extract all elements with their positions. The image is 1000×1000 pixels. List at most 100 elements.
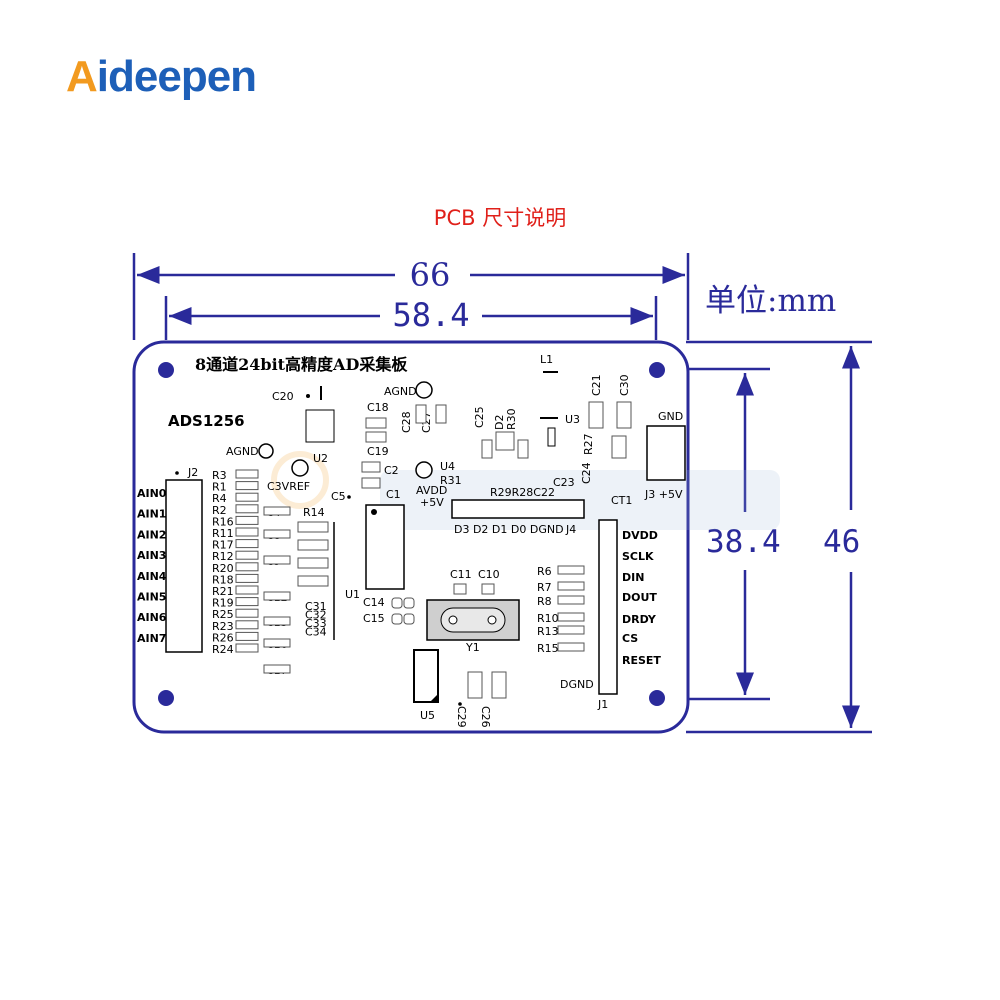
chip-label: ADS1256 bbox=[168, 412, 245, 430]
resistor-pad bbox=[557, 565, 585, 575]
u1-label: U1 bbox=[345, 588, 360, 601]
r27-label: R27 bbox=[582, 433, 595, 455]
u5-chip bbox=[413, 649, 439, 703]
c23-label: C23 bbox=[553, 476, 575, 489]
resistor-pad bbox=[235, 550, 259, 560]
capacitor-pad bbox=[263, 506, 291, 516]
resistor-pad bbox=[235, 643, 259, 653]
ain-label: AIN2 bbox=[137, 528, 166, 541]
ain-label: AIN1 bbox=[137, 508, 166, 521]
resistor-label: R6 bbox=[537, 565, 552, 578]
resistor-label: R24 bbox=[212, 643, 234, 656]
j4-pins: D3 D2 D1 D0 DGND bbox=[454, 523, 564, 536]
u5-label: U5 bbox=[420, 709, 435, 722]
c18-label: C18 bbox=[367, 401, 389, 414]
j1-label: J1 bbox=[597, 698, 608, 711]
mount-hole-bl bbox=[158, 690, 174, 706]
ain-label: AIN7 bbox=[137, 632, 166, 645]
resistor-pad bbox=[235, 620, 259, 630]
c30-label: C30 bbox=[618, 374, 631, 396]
brand-logo: Aideepen bbox=[66, 52, 257, 102]
c19-label: C19 bbox=[367, 445, 389, 458]
resistor-pad bbox=[557, 625, 585, 635]
resistor-label: R1 bbox=[212, 481, 227, 494]
resistor-pad bbox=[235, 585, 259, 595]
j1-pin-label: RESET bbox=[622, 654, 661, 667]
c2-label: C2 bbox=[384, 464, 399, 477]
resistor-pad bbox=[235, 492, 259, 502]
c20-label: C20 bbox=[272, 390, 294, 403]
c5-label: C5 bbox=[331, 490, 346, 503]
c14-label: C14 bbox=[363, 596, 385, 609]
resistor-pad bbox=[235, 562, 259, 572]
logo-a: A bbox=[66, 52, 98, 101]
agnd-top: AGND bbox=[384, 385, 417, 398]
resistor-label: R25 bbox=[212, 608, 234, 621]
c15-label: C15 bbox=[363, 612, 385, 625]
resistor-label: R10 bbox=[537, 612, 559, 625]
resistor-pad bbox=[235, 597, 259, 607]
j3-connector bbox=[646, 425, 686, 481]
j1-pin-label: DIN bbox=[622, 571, 644, 584]
ain-label: AIN3 bbox=[137, 549, 166, 562]
c28-label: C28 bbox=[400, 411, 413, 433]
c29-label: C29 bbox=[455, 706, 468, 728]
left-resistors: R3R1R4R2R16R11R17R12R20R18R21R19R25R23R2… bbox=[212, 469, 259, 656]
mount-hole-br bbox=[649, 690, 665, 706]
resistor-pad bbox=[235, 515, 259, 525]
c3vref-label: C3VREF bbox=[267, 480, 310, 493]
board-name: 8通道24bit高精度AD采集板 bbox=[195, 355, 408, 374]
resistor-label: R3 bbox=[212, 469, 227, 482]
c24-label: C24 bbox=[580, 462, 593, 484]
j3-label: J3 +5V bbox=[644, 488, 683, 501]
resistor-label: R4 bbox=[212, 492, 227, 505]
j2-connector bbox=[165, 479, 203, 653]
resistor-label: R15 bbox=[537, 642, 559, 655]
resistor-pad bbox=[557, 612, 585, 622]
r29r28c22-label: R29R28C22 bbox=[490, 486, 555, 499]
u3-label: U3 bbox=[565, 413, 580, 426]
resistor-label: R19 bbox=[212, 597, 234, 610]
ain-label: AIN6 bbox=[137, 611, 167, 624]
mount-hole-tl bbox=[158, 362, 174, 378]
u2-label: U2 bbox=[313, 452, 328, 465]
page-title: PCB 尺寸说明 bbox=[433, 206, 567, 230]
resistor-pad bbox=[235, 504, 259, 514]
resistor-label: R26 bbox=[212, 631, 234, 644]
y1-label: Y1 bbox=[465, 641, 480, 654]
dgnd-label: DGND bbox=[560, 678, 594, 691]
resistor-pad bbox=[557, 581, 585, 591]
resistor-label: R8 bbox=[537, 595, 552, 608]
r14-label: R14 bbox=[303, 506, 325, 519]
j1-pin-label: DOUT bbox=[622, 591, 657, 604]
resistor-pad bbox=[235, 608, 259, 618]
resistor-pad bbox=[235, 469, 259, 479]
resistor-label: R13 bbox=[537, 625, 559, 638]
resistor-label: R17 bbox=[212, 539, 234, 552]
j1-connector bbox=[598, 519, 618, 695]
agnd-left: AGND bbox=[226, 445, 259, 458]
resistor-label: R20 bbox=[212, 562, 234, 575]
resistor-label: R21 bbox=[212, 585, 234, 598]
mounting-holes bbox=[158, 362, 665, 706]
ain-label: AIN0 bbox=[137, 487, 167, 500]
resistor-label: R18 bbox=[212, 573, 234, 586]
avdd-label: AVDD bbox=[416, 484, 447, 497]
ct1-label: CT1 bbox=[611, 494, 632, 507]
r30-label: R30 bbox=[505, 408, 518, 430]
outer-width-label: 66 bbox=[410, 256, 451, 294]
ain-label: AIN5 bbox=[137, 591, 166, 604]
j1-pin-label: DRDY bbox=[622, 613, 657, 626]
unit-label: 单位:mm bbox=[705, 283, 836, 319]
capacitor-pad bbox=[263, 638, 291, 648]
resistor-pad bbox=[235, 573, 259, 583]
j1-pin-label: SCLK bbox=[622, 550, 654, 563]
agnd-top-pad bbox=[415, 381, 433, 399]
resistor-label: R2 bbox=[212, 504, 227, 517]
plus5v-label: +5V bbox=[420, 496, 444, 509]
capacitor-pad bbox=[263, 529, 291, 539]
j1-pin-label: DVDD bbox=[622, 529, 658, 542]
c1-label: C1 bbox=[386, 488, 401, 501]
